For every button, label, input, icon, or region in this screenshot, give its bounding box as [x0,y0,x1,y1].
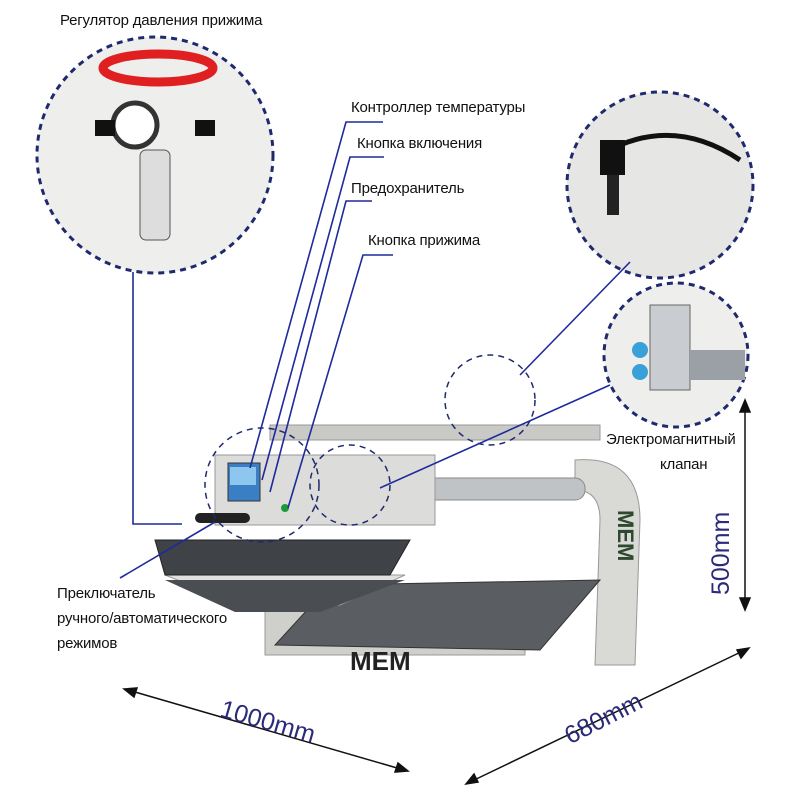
brand-logo-front: MEM [350,646,411,676]
label-mode-switch-line3: режимов [57,635,118,652]
callout-sensor-circle [565,90,755,280]
brand-logo-side: MEM [613,510,638,561]
label-power-button: Кнопка включения [357,135,483,152]
label-mode-switch-line2: ручного/автоматического [57,610,227,627]
label-solenoid-valve-line2: клапан [660,456,708,473]
leader-press-button [287,254,393,509]
leader-fuse [269,200,372,493]
regulator-gauge-icon [95,49,218,241]
label-solenoid-valve-line1: Электромагнитный [606,431,736,448]
dimension-height: 500mm [707,511,735,595]
leader-valve [379,384,611,489]
callout-panel-circle [204,427,320,543]
label-fuse: Предохранитель [351,180,465,197]
leader-controller [249,121,383,469]
heat-press-machine: MEM MEM [154,424,641,676]
label-mode-switch-line1: Преключатель [57,585,156,602]
leader-sensor [519,261,631,376]
label-pressure-regulator: Регулятор давления прижима [60,12,263,29]
depth-dimension-arrow [469,649,746,783]
leader-power-button [261,156,384,481]
leader-switch [119,521,216,579]
leader-regulator [132,272,182,525]
label-temperature-controller: Контроллер температуры [351,99,526,116]
solenoid-valve-icon [632,304,745,391]
callout-rail-circle [444,354,536,446]
callout-head-circle [309,444,391,526]
sensor-icon [600,132,742,215]
width-dimension-arrow [127,689,405,771]
label-press-button: Кнопка прижима [368,232,480,249]
